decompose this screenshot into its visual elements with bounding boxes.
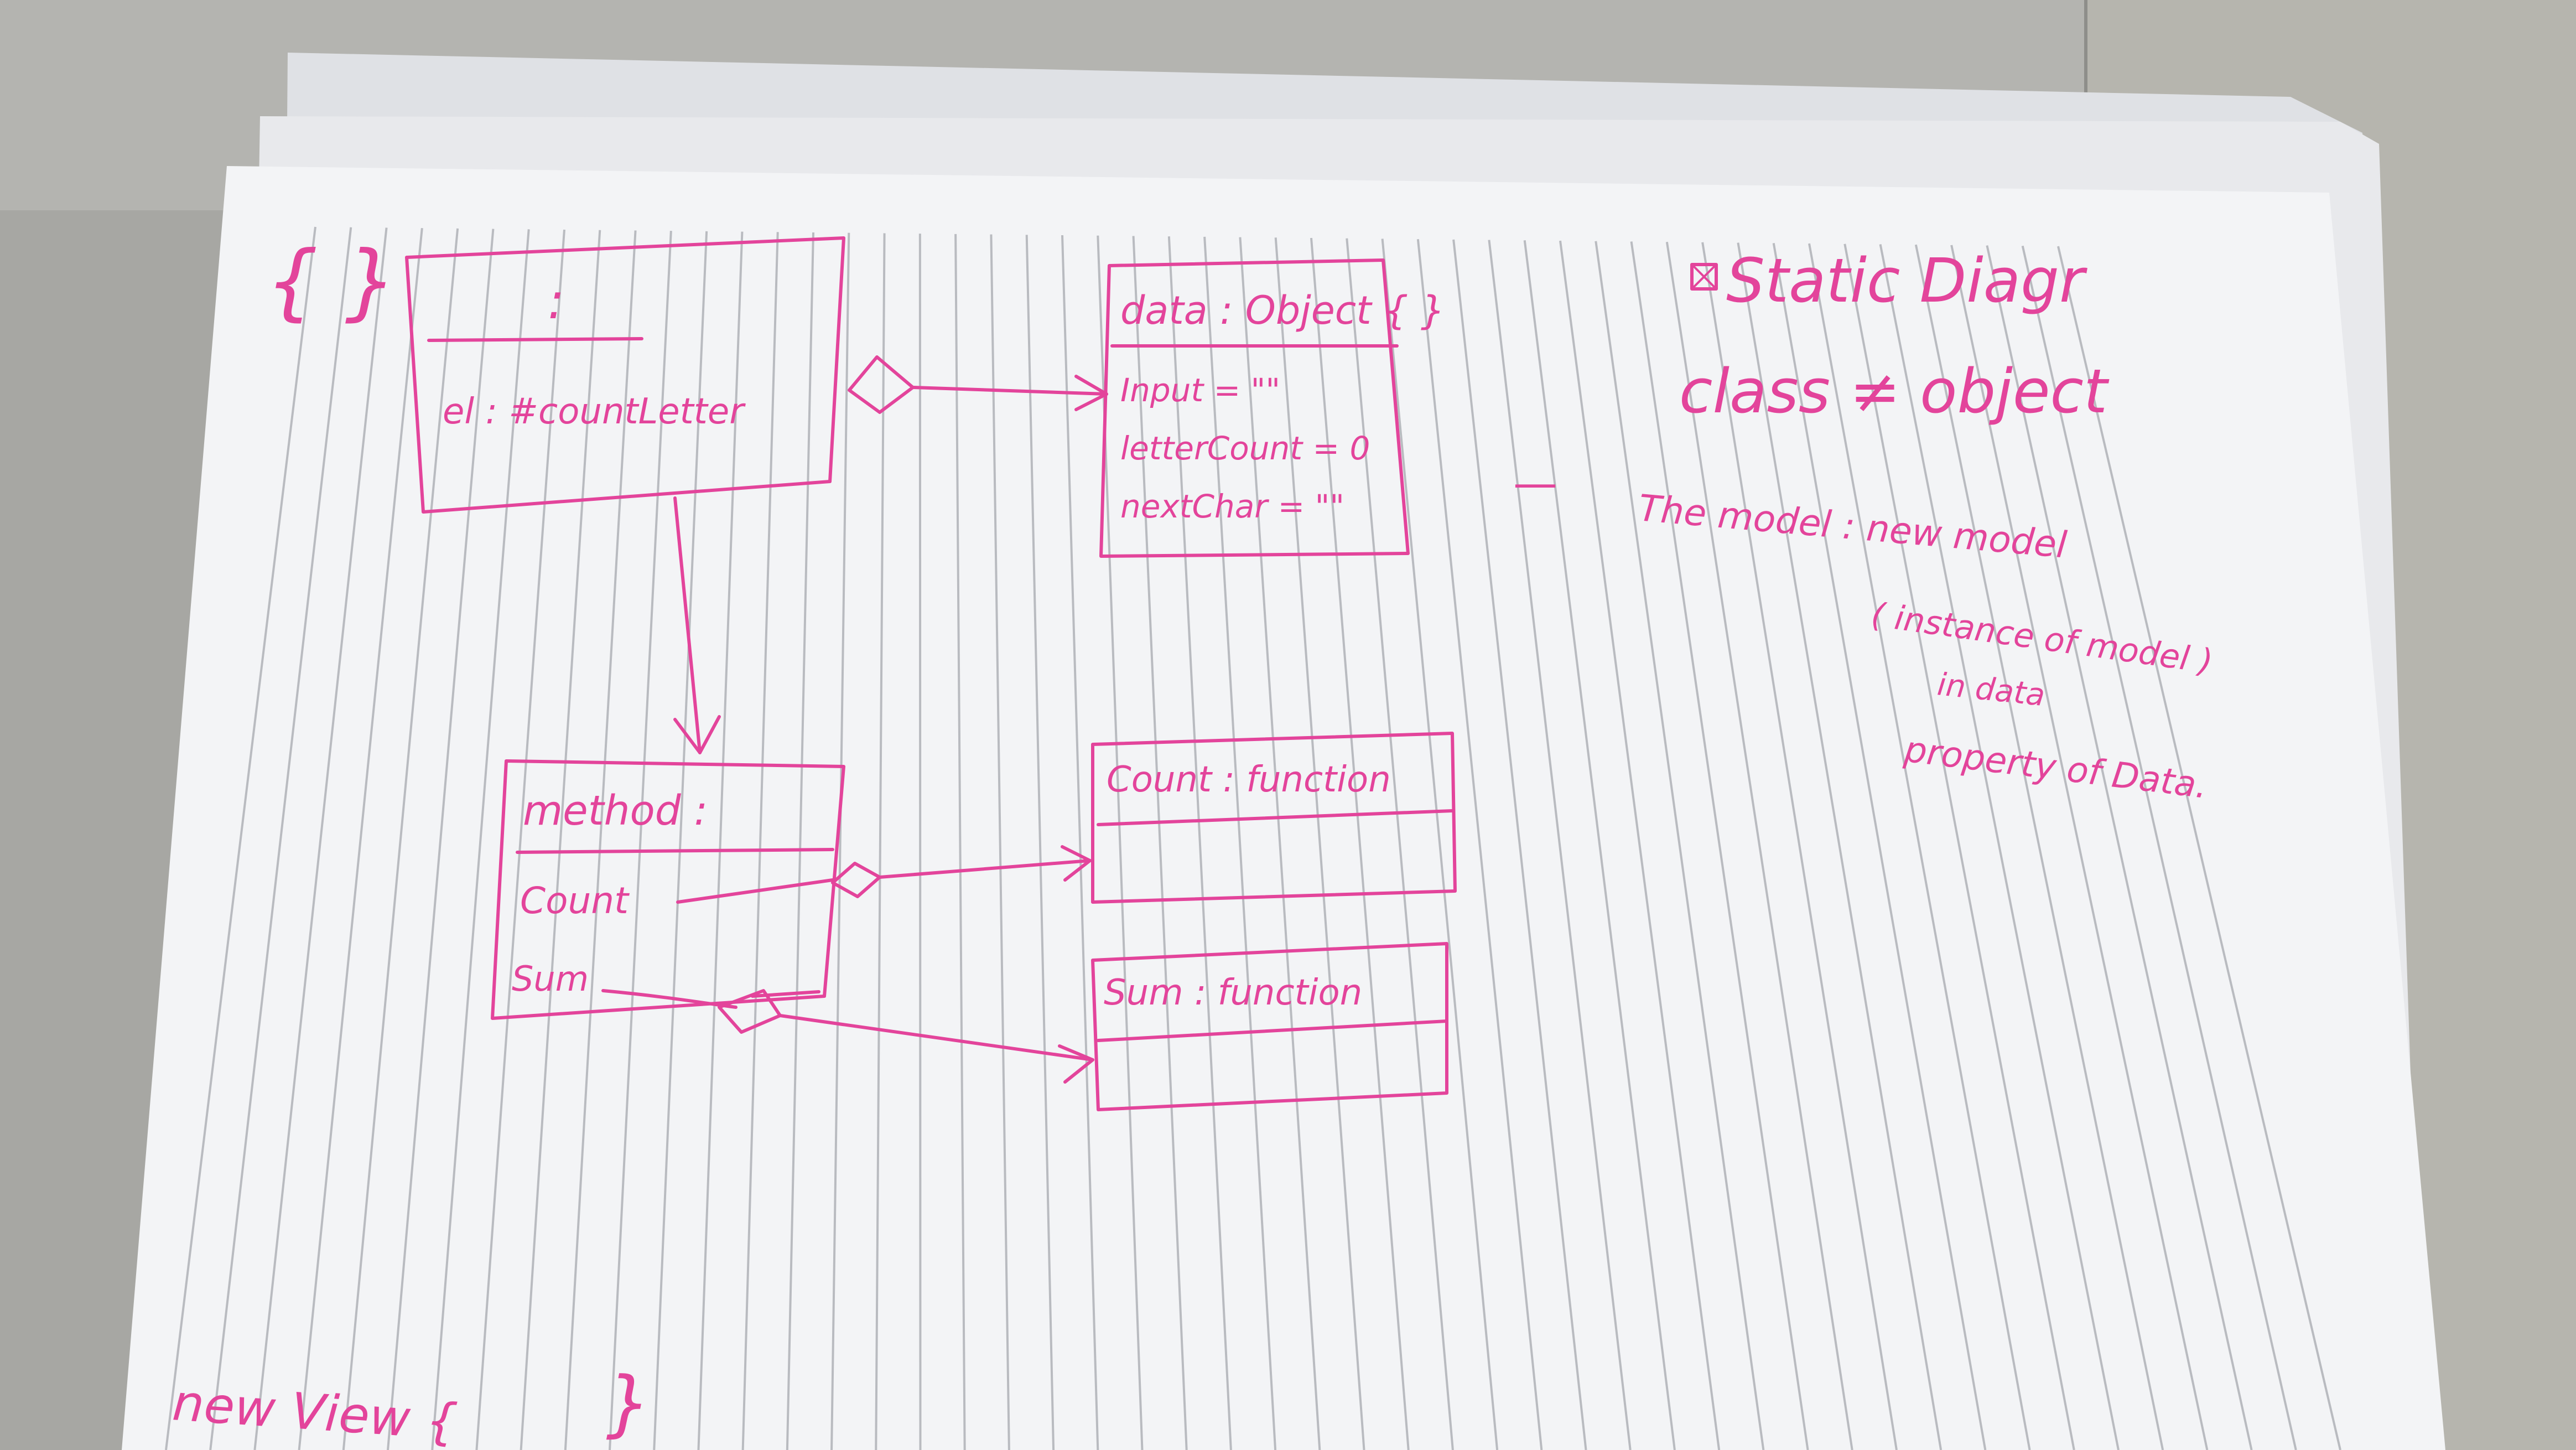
ruled-line (209, 227, 352, 1450)
ruled-line (1523, 240, 1676, 1450)
note-static-diagram: Static Diagr (1726, 245, 2087, 316)
ruled-line (1274, 237, 1365, 1450)
ruled-line (2057, 246, 2341, 1450)
ruled-line (653, 231, 708, 1450)
ruled-line (342, 228, 459, 1450)
ruled-line (697, 231, 744, 1450)
ruled-line (1416, 239, 1543, 1450)
ruled-line (609, 231, 672, 1450)
ruled-line (1737, 242, 1943, 1450)
root-object-box (405, 236, 845, 514)
ruled-line (786, 232, 814, 1450)
ruled-line (1595, 241, 1765, 1450)
ruled-line (1843, 244, 2075, 1450)
note-dash: — (1513, 457, 1557, 509)
ruled-line (253, 227, 388, 1450)
ruled-line (1346, 238, 1454, 1450)
note-class-object: class ≠ object (1679, 356, 2110, 427)
ruled-lines (165, 226, 2341, 1450)
count-function-box (1091, 732, 1457, 904)
ruled-line (1986, 245, 2253, 1450)
notes-checkbox (1690, 263, 1718, 291)
ruled-line (1132, 236, 1188, 1450)
ruled-line (298, 227, 423, 1450)
method-box-row-count: Count (520, 879, 630, 922)
ruled-line (387, 229, 495, 1450)
sum-function-box (1091, 942, 1448, 1111)
ruled-line (475, 229, 565, 1450)
ruled-line (990, 234, 1010, 1450)
ruled-line (875, 233, 886, 1450)
method-object-box (491, 759, 845, 1020)
sum-box-title: Sum : function (1104, 972, 1362, 1013)
ruled-line (918, 234, 922, 1450)
data-object-box (1099, 258, 1410, 558)
count-to-function-arrow (676, 845, 1092, 904)
ruled-line (1061, 235, 1099, 1450)
ruled-line (2021, 245, 2297, 1450)
method-box-row-sum: Sum (512, 959, 589, 999)
root-to-method-arrow (673, 496, 721, 754)
count-box-title: Count : function (1107, 759, 1391, 800)
data-box-row-lettercount: letterCount = 0 (1120, 429, 1370, 467)
ruled-line (165, 226, 316, 1450)
ruled-line (1203, 236, 1277, 1450)
ruled-line (564, 230, 637, 1450)
ruled-line (1914, 244, 2164, 1450)
ruled-line (1772, 242, 1987, 1450)
ruled-line (741, 232, 779, 1450)
ruled-line (1239, 237, 1321, 1450)
ruled-line (1488, 240, 1632, 1450)
root-box-attribute: el : #countLetter (443, 391, 746, 432)
ruled-line (954, 234, 966, 1450)
ruled-line (1025, 235, 1055, 1450)
ruled-line (1310, 237, 1410, 1450)
ruled-line (1808, 243, 2031, 1450)
data-box-title: data : Object { } (1120, 288, 1445, 333)
root-braces: { } (266, 234, 398, 330)
ruled-line (520, 230, 601, 1450)
ruled-line (1559, 240, 1721, 1450)
ruled-line (830, 232, 850, 1450)
footer-brace: } (606, 1361, 652, 1445)
ruled-line (1665, 241, 1853, 1450)
ruled-line (1381, 239, 1499, 1450)
method-box-title: method : (523, 787, 708, 835)
ruled-line (1167, 236, 1232, 1450)
ruled-line (1452, 239, 1587, 1450)
ruled-line (431, 229, 530, 1450)
ruled-line (1630, 241, 1809, 1450)
ruled-line (1701, 242, 1898, 1450)
sum-to-function-arrow (601, 989, 1094, 1084)
ruled-line (1879, 244, 2120, 1450)
data-box-row-input: Input = "" (1120, 371, 1280, 409)
ruled-sheet (122, 166, 2445, 1450)
root-box-title: : (548, 272, 564, 330)
data-box-row-nextchar: nextChar = "" (1120, 488, 1344, 525)
root-to-data-arrow (848, 355, 1108, 414)
ruled-line (1950, 245, 2209, 1450)
